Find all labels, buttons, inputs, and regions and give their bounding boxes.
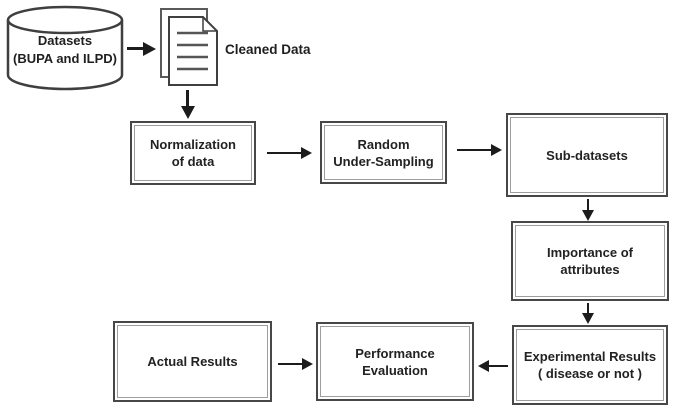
node-label: Actual Results xyxy=(147,354,238,369)
node-label: Performance xyxy=(355,345,435,361)
arrow-importance-to-experimental-results xyxy=(587,303,589,313)
node-label: Datasets xyxy=(37,33,93,48)
node-cleaned-data-label: Cleaned Data xyxy=(225,42,311,57)
node-label: of data xyxy=(171,154,215,169)
node-label: Experimental Results xyxy=(523,349,657,364)
node-experimental-results: Experimental Results ( disease or not ) xyxy=(512,325,668,405)
node-label: Under-Sampling xyxy=(333,153,434,169)
arrow-actual-results-to-performance xyxy=(278,363,302,365)
database-cylinder-icon xyxy=(6,5,124,91)
arrow-sub-datasets-to-importance xyxy=(587,199,589,210)
document-icon xyxy=(160,8,218,86)
arrow-datasets-to-cleaned-data xyxy=(127,47,143,50)
node-normalization: Normalization of data xyxy=(130,121,256,185)
node-datasets: Datasets (BUPA and ILPD) xyxy=(6,32,124,68)
arrow-random-under-sampling-to-sub-datasets xyxy=(457,149,491,151)
node-performance-evaluation: Performance Evaluation xyxy=(316,322,474,401)
node-label: Random xyxy=(357,136,410,152)
node-label: (BUPA and ILPD) xyxy=(13,51,117,66)
node-label: ( disease or not ) xyxy=(537,366,643,381)
node-sub-datasets: Sub-datasets xyxy=(506,113,668,197)
node-actual-results: Actual Results xyxy=(113,321,272,402)
node-label: attributes xyxy=(560,262,620,277)
node-importance-of-attributes: Importance of attributes xyxy=(511,221,669,301)
arrow-experimental-results-to-performance xyxy=(489,365,508,367)
arrow-cleaned-data-to-normalization xyxy=(186,90,189,106)
node-label: Sub-datasets xyxy=(546,147,628,163)
node-label: Evaluation xyxy=(362,362,428,378)
arrow-normalization-to-random-under-sampling xyxy=(267,152,301,154)
node-random-under-sampling: Random Under-Sampling xyxy=(320,121,447,184)
node-label: Importance of xyxy=(547,245,633,260)
node-label: Normalization xyxy=(150,137,236,152)
